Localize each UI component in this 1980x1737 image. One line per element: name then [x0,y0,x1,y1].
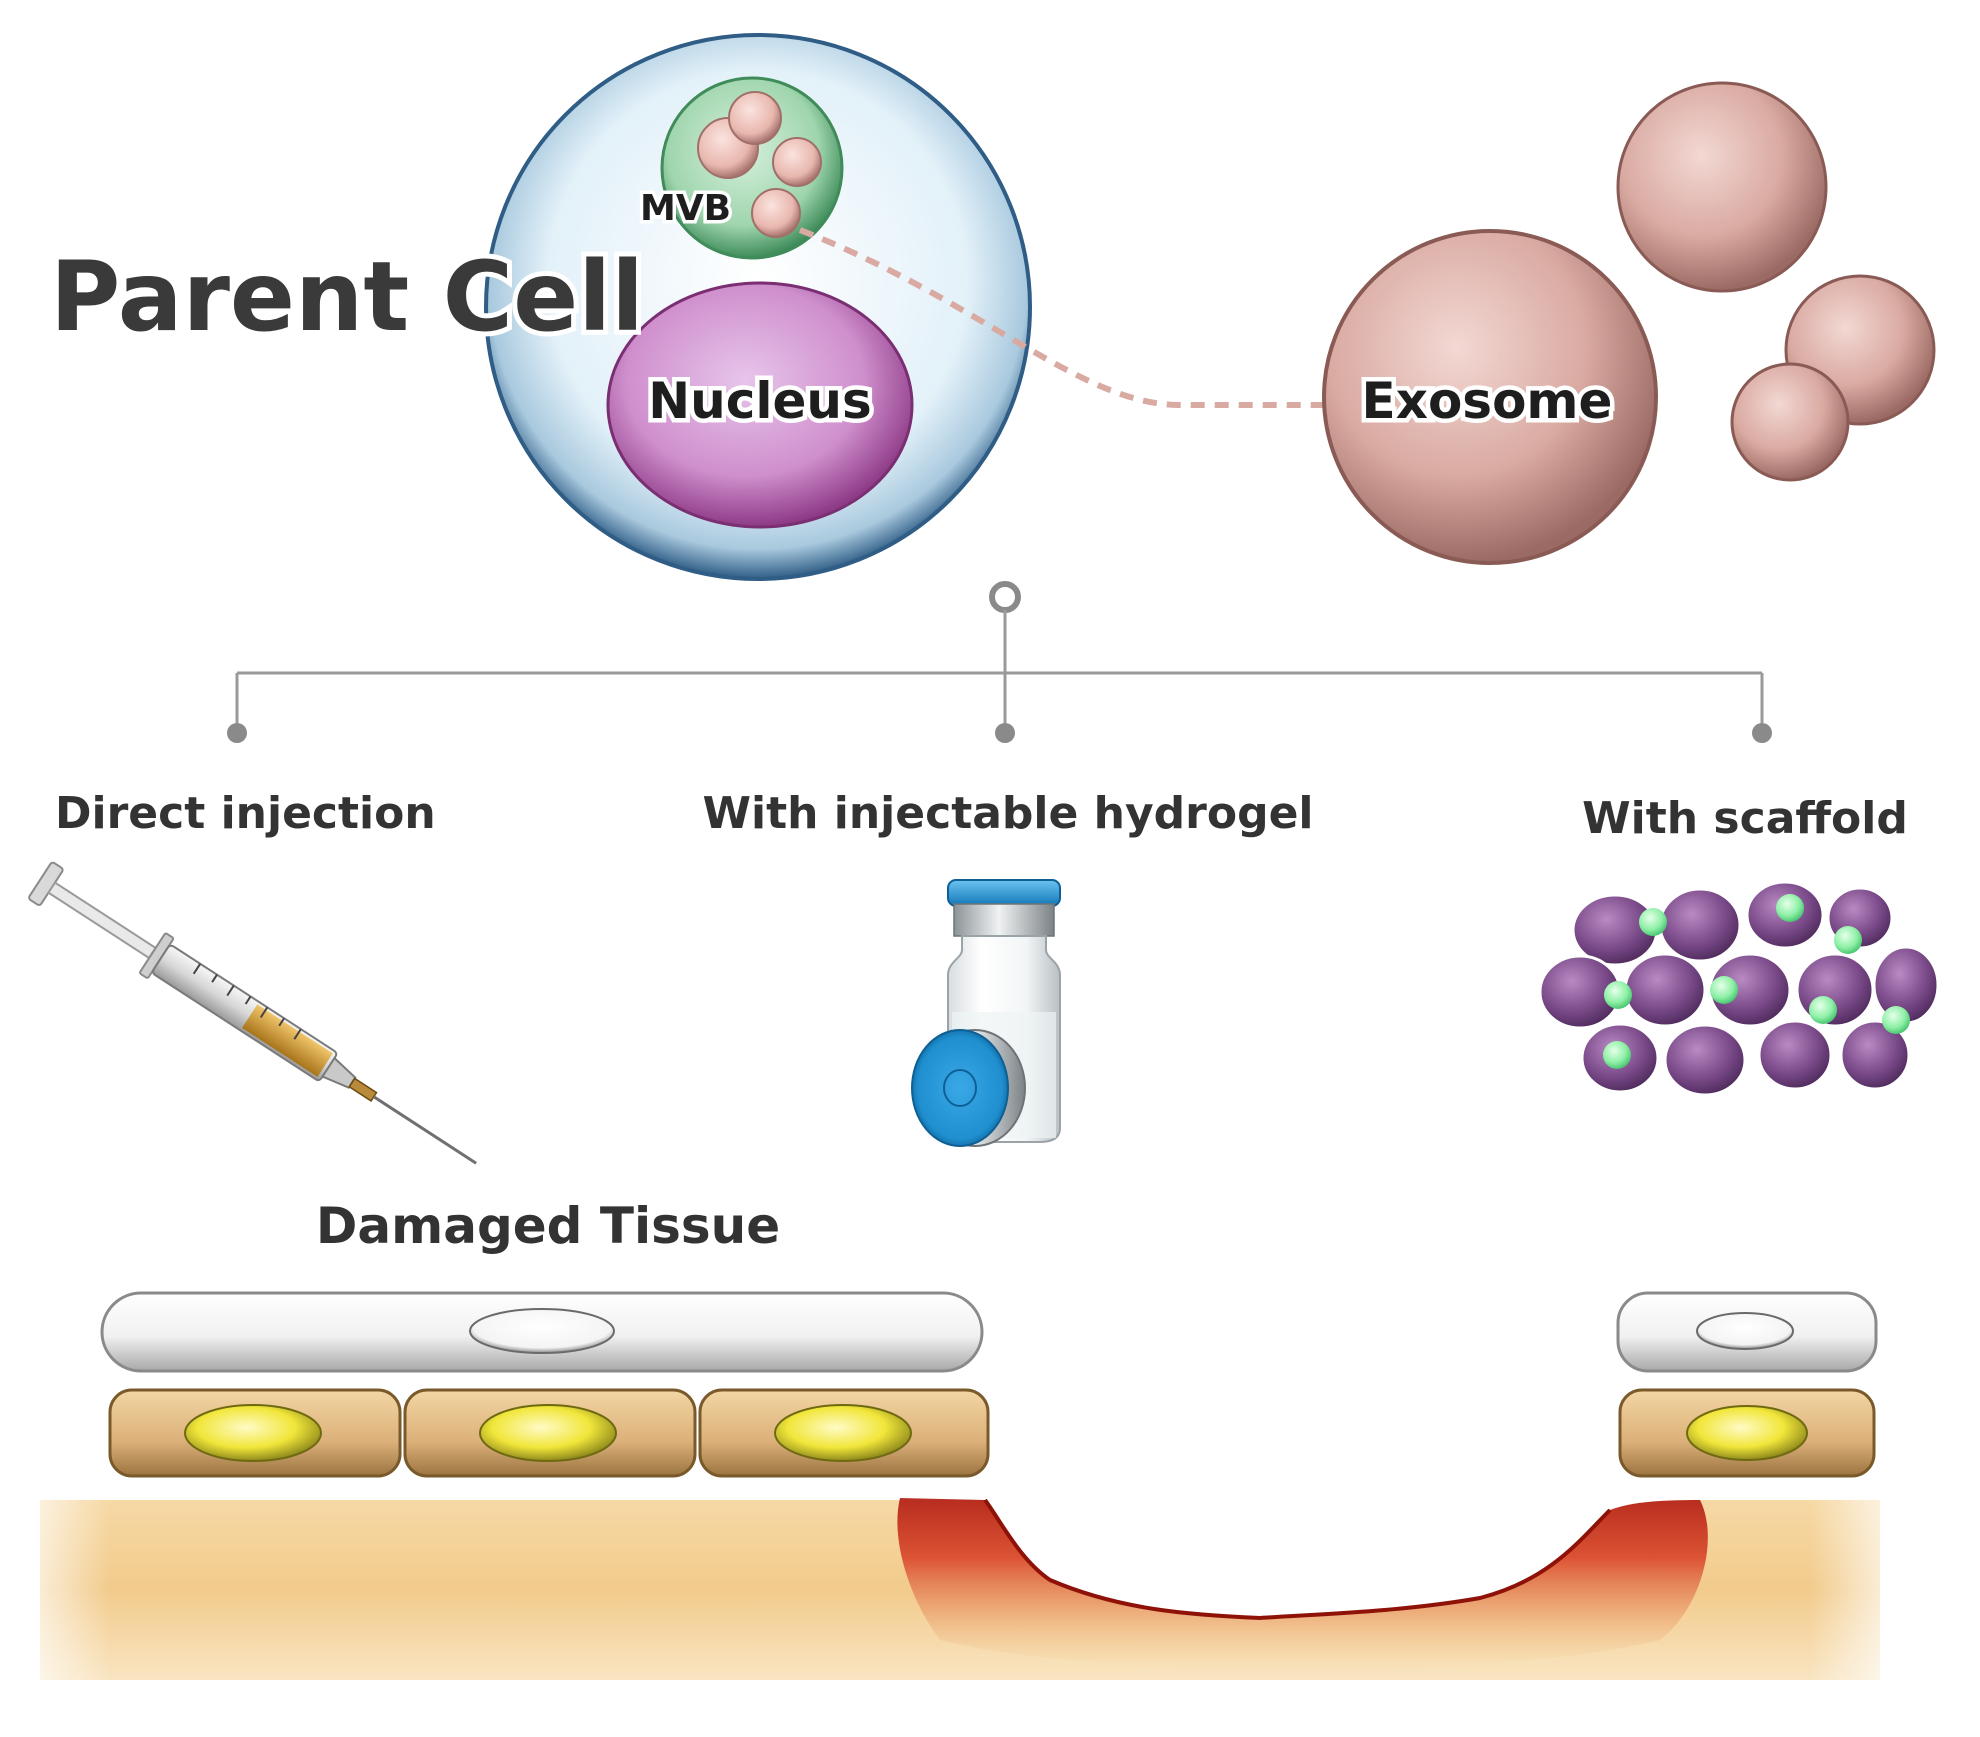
white-cell-nucleus [469,1308,615,1354]
scaffold-exosome-dot [1809,996,1837,1024]
exosome-label: Exosome [1362,372,1613,430]
scaffold-exosome-dot [1639,908,1667,936]
intraluminal-vesicle [728,91,782,145]
tan-cell-nucleus [774,1404,912,1462]
method-label-injectable-hydrogel: With injectable hydrogel [702,788,1313,839]
tan-cell-nucleus [184,1404,322,1462]
scaffold-exosome-dot [1603,1041,1631,1069]
tissue-cells-right [1616,1291,1878,1478]
method-label-direct-injection: Direct injection [55,788,436,839]
nucleus-label: Nucleus [648,372,872,430]
wound-area [897,1498,1708,1670]
scaffold-icon [1538,880,1940,1097]
scaffold-exosome-dot [1776,894,1804,922]
scaffold-bead [1663,1023,1747,1097]
branch-origin [989,581,1021,613]
scaffold-exosome-dot [1710,976,1738,1004]
white-cell-nucleus [1696,1312,1794,1350]
mvb-label: MVB [640,188,731,229]
tissue-cells-left [100,1291,990,1478]
syringe-icon [28,861,477,1165]
method-label-scaffold: With scaffold [1582,793,1908,844]
intraluminal-vesicle [751,188,801,238]
wound-edge [983,1498,1612,1621]
vial-cap-side [911,1029,1026,1147]
scaffold-bead [1623,952,1707,1028]
exosome-small [1616,81,1828,293]
vial-cap-top [947,879,1061,907]
damaged-tissue-label: Damaged Tissue [316,1197,780,1255]
mvb [660,76,844,260]
parent-cell: MVB Nucleus [484,33,1032,581]
tan-cell-nucleus [1686,1405,1808,1461]
vial-icon [911,879,1061,1147]
scaffold-bead [1839,1019,1911,1091]
scaffold-bead [1757,1019,1833,1091]
scaffold-bead [1658,887,1742,963]
branch-end-right [1752,723,1772,743]
parent-cell-title: Parent Cell [50,241,644,353]
scaffold-exosome-dot [1834,926,1862,954]
release-connector [798,227,1330,408]
branch-end-left [227,723,247,743]
intraluminal-vesicle [772,137,822,187]
exosome-small [1730,362,1850,482]
scaffold-exosome-dot [1882,1006,1910,1034]
exosome-main [1322,229,1658,565]
tan-cell-nucleus [479,1404,617,1462]
tissue-bed [0,1495,1920,1685]
branch-connector [235,581,1764,733]
scaffold-exosome-dot [1604,981,1632,1009]
exosome-group: Exosome [1322,81,1936,565]
nucleus [606,281,914,529]
branch-end-center [995,723,1015,743]
